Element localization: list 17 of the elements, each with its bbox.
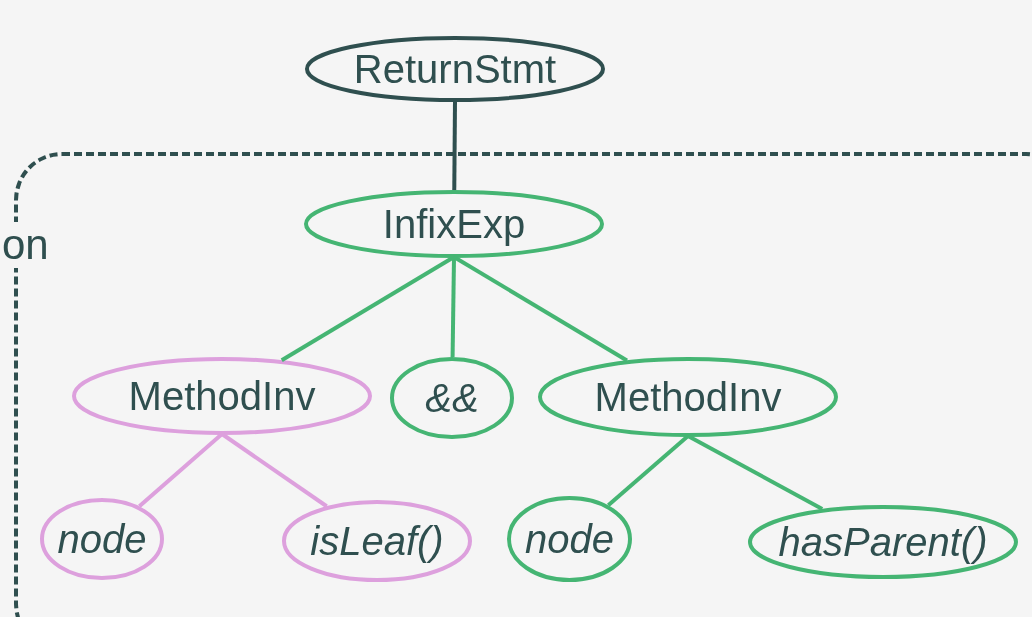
node-label: MethodInv <box>594 375 782 419</box>
node-label: MethodInv <box>128 374 316 418</box>
node-label: isLeaf() <box>310 519 444 563</box>
node-label: hasParent() <box>778 520 988 564</box>
connector-line <box>450 256 456 358</box>
connector-line <box>452 101 457 190</box>
node-label: ReturnStmt <box>353 47 557 91</box>
node-label: && <box>425 376 479 420</box>
connector-line <box>220 432 328 508</box>
node-label: InfixExp <box>382 202 526 246</box>
connector-line <box>606 434 690 507</box>
node-label: node <box>525 517 614 561</box>
partial-text: on <box>2 222 49 269</box>
connector-line <box>687 434 824 511</box>
connector-line <box>452 255 628 363</box>
connector-line <box>138 432 224 508</box>
node-label: node <box>57 517 147 561</box>
